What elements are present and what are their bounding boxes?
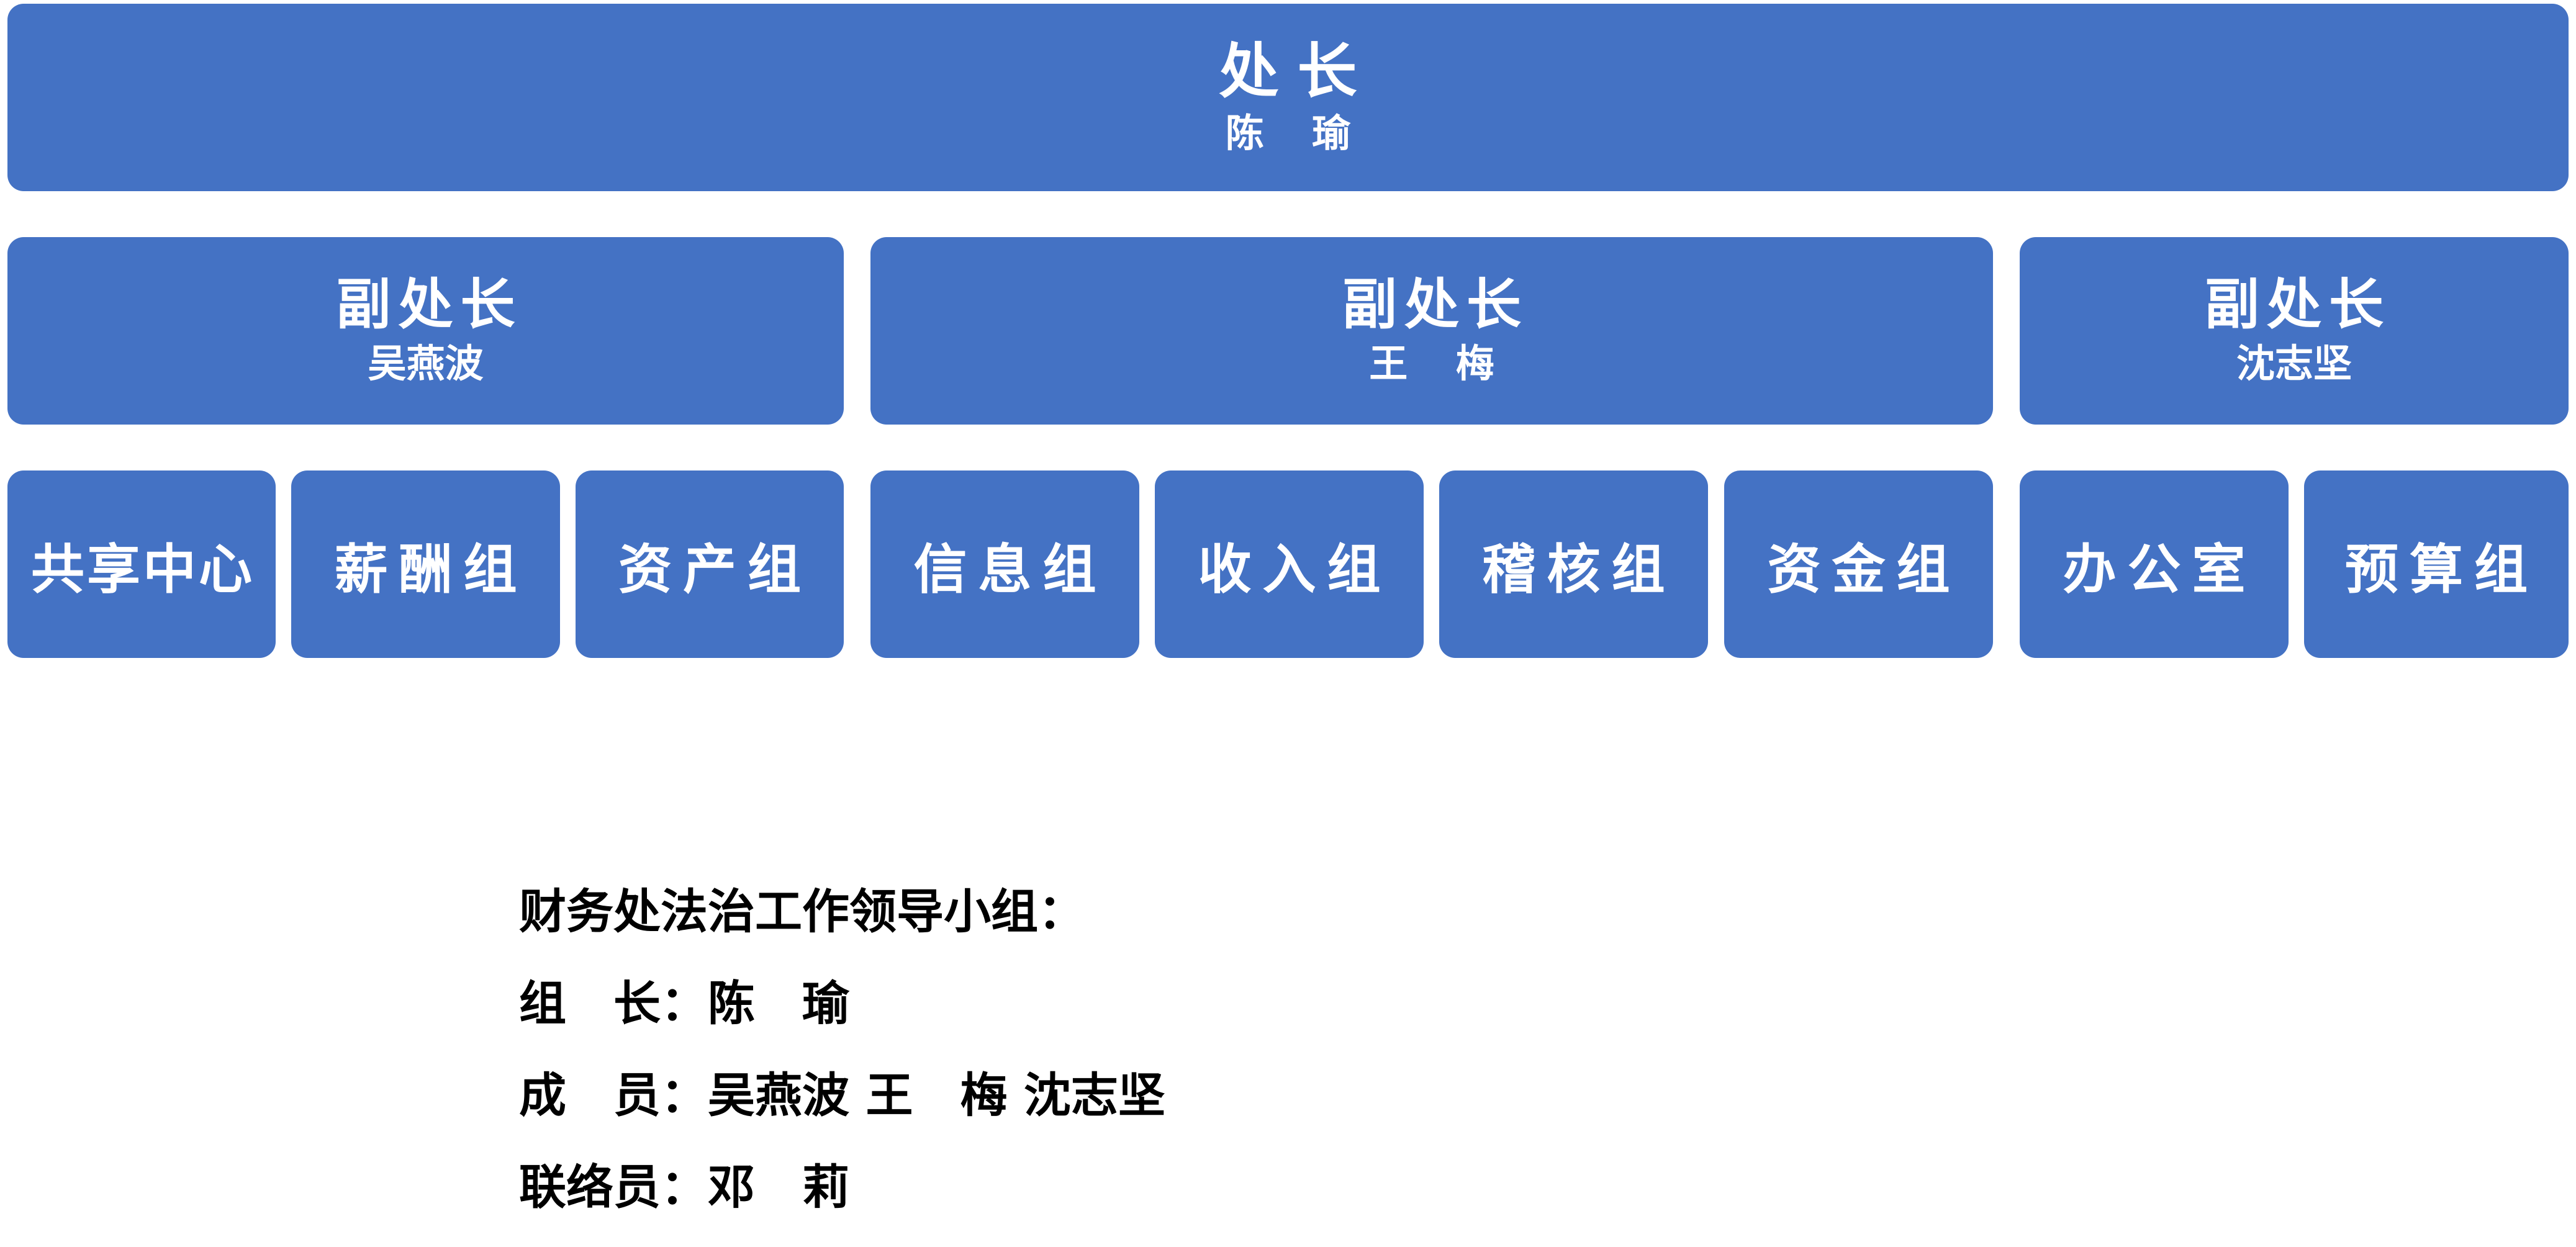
deputy-name-1: 吴燕波 bbox=[368, 341, 484, 387]
deputy-box-2: 副处长 王 梅 bbox=[870, 237, 1993, 425]
group-box-income: 收入组 bbox=[1155, 470, 1424, 658]
group-label: 薪酬组 bbox=[334, 538, 528, 601]
group-label: 收入组 bbox=[1198, 538, 1392, 601]
group-box-budget: 预算组 bbox=[2304, 470, 2569, 658]
deputy-box-1: 副处长 吴燕波 bbox=[7, 237, 844, 425]
group-label: 办公室 bbox=[2063, 538, 2257, 601]
group-box-salary: 薪酬组 bbox=[291, 470, 560, 658]
deputy-title-1: 副处长 bbox=[336, 272, 523, 337]
leadership-group-members: 成 员：吴燕波 王 梅 沈志坚 bbox=[519, 1068, 1165, 1123]
deputy-box-3: 副处长 沈志坚 bbox=[2020, 237, 2569, 425]
director-box: 处长 陈 瑜 bbox=[7, 4, 2569, 191]
deputy-name-2: 王 梅 bbox=[1369, 341, 1512, 387]
group-label: 资金组 bbox=[1767, 538, 1961, 601]
deputy-title-3: 副处长 bbox=[2204, 272, 2391, 337]
group-label: 信息组 bbox=[913, 538, 1108, 601]
group-box-information: 信息组 bbox=[870, 470, 1139, 658]
director-title: 处长 bbox=[1219, 36, 1376, 106]
group-box-funds: 资金组 bbox=[1724, 470, 1993, 658]
group-box-office: 办公室 bbox=[2020, 470, 2289, 658]
group-box-audit: 稽核组 bbox=[1439, 470, 1708, 658]
leadership-group-liaison: 联络员：邓 莉 bbox=[519, 1159, 849, 1215]
group-label: 共享中心 bbox=[31, 538, 255, 601]
leadership-group-heading: 财务处法治工作领导小组： bbox=[519, 884, 1085, 939]
leadership-group-leader: 组 长：陈 瑜 bbox=[519, 976, 849, 1031]
group-box-shared-center: 共享中心 bbox=[7, 470, 276, 658]
group-label: 预算组 bbox=[2345, 538, 2539, 601]
deputy-name-3: 沈志坚 bbox=[2236, 341, 2352, 387]
leadership-group-info: 财务处法治工作领导小组： 组 长：陈 瑜 成 员：吴燕波 王 梅 沈志坚 联络员… bbox=[519, 866, 1165, 1233]
group-label: 资产组 bbox=[618, 538, 812, 601]
group-box-assets: 资产组 bbox=[576, 470, 844, 658]
director-name: 陈 瑜 bbox=[1225, 110, 1368, 156]
deputy-title-2: 副处长 bbox=[1342, 272, 1529, 337]
group-label: 稽核组 bbox=[1482, 538, 1676, 601]
